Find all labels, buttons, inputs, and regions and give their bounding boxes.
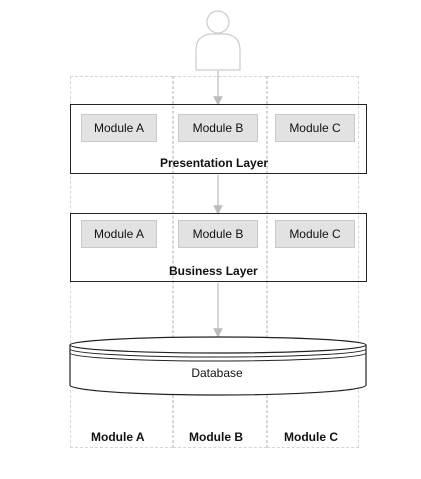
presentation-layer: Module A Module B Module C Presentation … [70,104,367,174]
business-layer-title: Business Layer [169,264,258,278]
database-label: Database [191,366,243,380]
business-module-a: Module A [81,220,157,248]
business-module-b: Module B [178,220,258,248]
column-label-module-a: Module A [91,430,145,444]
column-label-module-b: Module B [189,430,243,444]
user-icon [195,10,241,71]
column-label-module-c: Module C [284,430,338,444]
presentation-module-c: Module C [275,114,355,142]
presentation-layer-title: Presentation Layer [160,156,269,170]
module-c-column [267,76,359,448]
presentation-module-a: Module A [81,114,157,142]
presentation-module-b: Module B [178,114,258,142]
business-module-c: Module C [275,220,355,248]
database-icon [69,336,367,396]
business-layer: Module A Module B Module C Business Laye… [70,213,367,282]
module-b-column [173,76,267,448]
